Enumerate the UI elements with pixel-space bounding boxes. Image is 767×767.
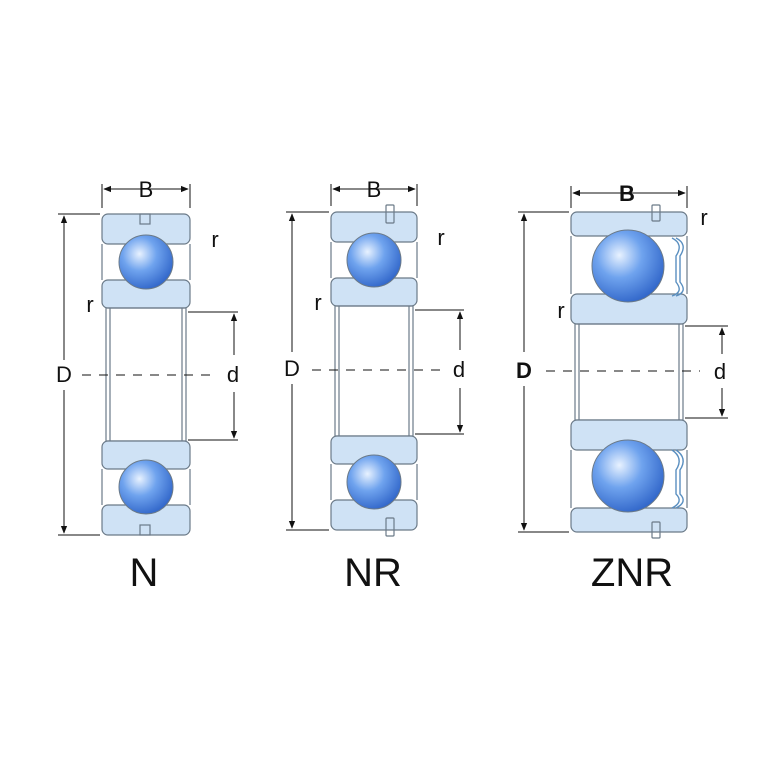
outer-ring-groove: [139, 524, 151, 536]
bearing-side-lines: [330, 464, 418, 500]
bearing-side-lines: [570, 236, 688, 294]
shield-bottom: [671, 449, 680, 509]
label-r-top: r: [211, 227, 218, 252]
label-r-side: r: [557, 298, 564, 323]
label-d-outer: D: [56, 362, 72, 387]
bearing-znr: B D d r r ZNR: [516, 181, 728, 595]
ball-top: [118, 234, 174, 290]
bore-inner-lines: [338, 306, 410, 436]
label-b: B: [367, 177, 382, 202]
shield-top-outline: [675, 237, 684, 297]
label-r-side: r: [86, 292, 93, 317]
bore-inner-lines: [109, 308, 183, 441]
bearing-title: ZNR: [591, 551, 673, 595]
label-b: B: [619, 181, 635, 206]
shield-bottom-outline: [675, 449, 684, 509]
bearing-title: N: [130, 551, 159, 595]
ball-top: [591, 229, 665, 303]
bearing-nr: B D d r r NR: [284, 177, 465, 595]
shield-top: [671, 237, 680, 297]
ball-top: [346, 232, 402, 288]
snap-ring-top: [651, 204, 661, 222]
ball-bottom: [346, 454, 402, 510]
bearing-side-lines: [330, 242, 418, 278]
bore-inner-lines: [578, 324, 680, 420]
label-d-outer: D: [516, 358, 532, 383]
bore-outline: [334, 305, 414, 437]
label-r-top: r: [437, 225, 444, 250]
bearing-side-lines: [101, 244, 191, 280]
bearing-title: NR: [344, 551, 402, 595]
bore-outline: [574, 323, 684, 421]
snap-ring-top: [385, 204, 395, 224]
ball-bottom: [118, 459, 174, 515]
bearing-side-lines: [570, 450, 688, 508]
outer-ring-groove: [139, 213, 151, 225]
bearing-side-lines: [101, 469, 191, 505]
label-d-bore: d: [714, 359, 726, 384]
snap-ring-bottom: [385, 517, 395, 537]
label-d-bore: d: [453, 357, 465, 382]
label-r-side: r: [314, 290, 321, 315]
ball-bottom: [591, 439, 665, 513]
snap-ring-bottom: [651, 521, 661, 539]
label-d-bore: d: [227, 362, 239, 387]
bearing-n: B D d r r N: [56, 177, 239, 595]
label-d-outer: D: [284, 356, 300, 381]
label-r-top: r: [700, 205, 707, 230]
label-b: B: [139, 177, 154, 202]
